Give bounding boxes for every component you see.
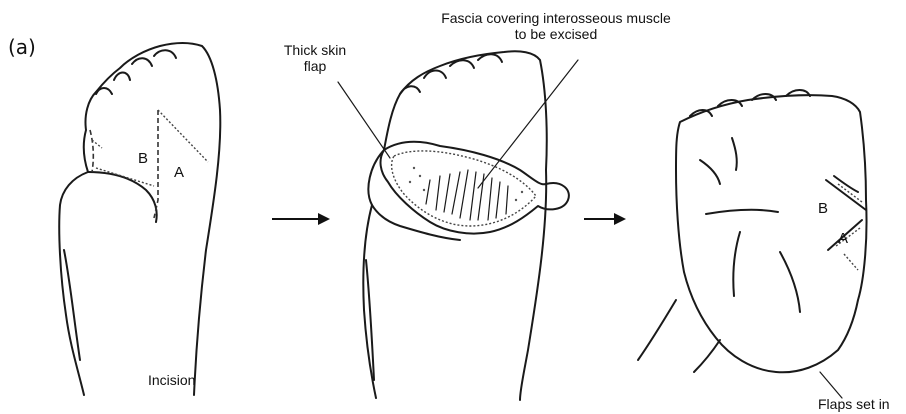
stage2-fist-outline xyxy=(363,51,546,400)
panel-label: (a) xyxy=(8,36,36,58)
stage3-flap-b-marker: B xyxy=(818,200,828,217)
stage1-flap-b-marker: B xyxy=(138,150,148,167)
fascia-leader xyxy=(478,60,578,188)
thick-skin-flap-leader xyxy=(338,82,390,158)
stage3-hand-illustration xyxy=(638,90,867,398)
stage3-crease-2 xyxy=(733,232,740,296)
stage3-fingertips xyxy=(700,138,737,184)
arrow-stage1-to-stage2 xyxy=(272,213,330,225)
stage1-thumb xyxy=(88,172,157,222)
stage3-knuckles xyxy=(690,90,810,116)
stage1-fist-outline xyxy=(59,43,220,395)
arrow-stage2-to-stage3 xyxy=(584,213,626,225)
stage1-hand-illustration xyxy=(59,43,220,395)
stage2-flap-inner-edge xyxy=(392,151,536,226)
stage3-crease-1 xyxy=(706,210,778,214)
stage3-label-leader xyxy=(820,372,842,398)
flaps-set-in-label: Flaps set in xyxy=(818,396,890,412)
stage3-flap-a-marker: A xyxy=(838,230,848,247)
stage3-wrist xyxy=(638,300,720,372)
stage1-flap-a-marker: A xyxy=(174,164,184,181)
stage2-flap-outline xyxy=(381,142,569,234)
stage3-crease-3 xyxy=(780,252,800,312)
incision-label: Incision xyxy=(148,372,195,388)
thick-skin-flap-label: Thick skin flap xyxy=(272,42,358,74)
stage2-hand-illustration xyxy=(363,51,569,400)
fascia-label: Fascia covering interosseous muscle to b… xyxy=(406,10,706,42)
stage2-knuckles xyxy=(400,54,502,94)
